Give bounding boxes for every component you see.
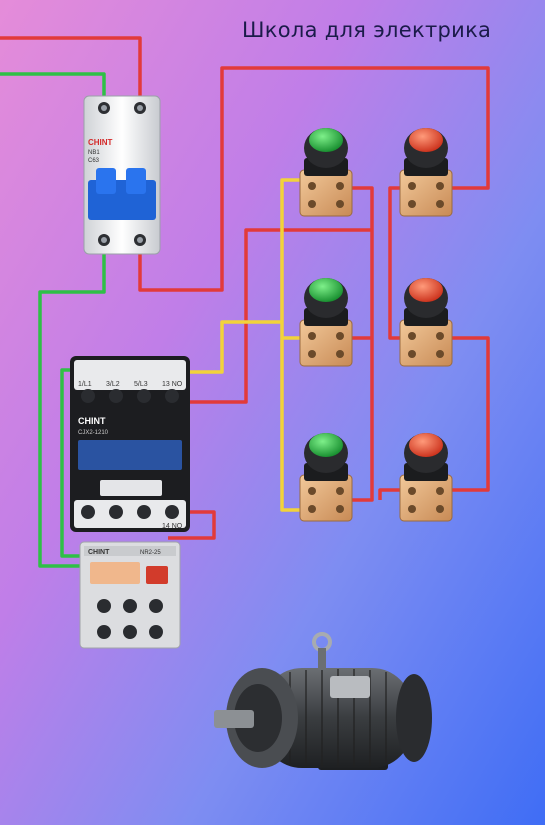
contactor-terminal-3: 5/L3: [134, 381, 148, 388]
wire-control: [178, 178, 300, 512]
wire-neutral-in: [0, 72, 106, 104]
start-button-2[interactable]: [299, 278, 353, 367]
overload-model: NR2-25: [140, 550, 161, 556]
wire-phase-to-stop: [138, 66, 490, 292]
wire-stop-chain: [378, 186, 490, 500]
electric-motor: [214, 632, 432, 770]
contactor-bottom-screws: [81, 505, 179, 519]
stop-button-2[interactable]: [399, 278, 453, 367]
start-button-1[interactable]: [299, 128, 353, 217]
overload-brand: CHINT: [88, 549, 110, 556]
contactor-model: CJX2-1210: [78, 430, 109, 436]
breaker-rating: C63: [88, 158, 100, 164]
overload-relay[interactable]: CHINT NR2-25: [79, 541, 181, 649]
wire-aux-loop: [168, 510, 216, 540]
contactor-terminal-4: 13 NO: [162, 381, 183, 388]
breaker-model: NB1: [88, 150, 100, 156]
wires: [0, 36, 490, 606]
push-buttons: [299, 128, 453, 522]
stop-button-1[interactable]: [399, 128, 453, 217]
breaker-brand: CHINT: [88, 138, 113, 147]
overload-screws: [97, 599, 163, 639]
contactor-terminal-2: 3/L2: [106, 381, 120, 388]
page-title: Школа для электрика: [242, 18, 492, 42]
wire-start-bus: [178, 186, 374, 502]
circuit-breaker[interactable]: CHINT NB1 C63: [83, 95, 161, 255]
start-button-3[interactable]: [299, 433, 353, 522]
contactor[interactable]: 1/L1 3/L2 5/L3 13 NO CHINT CJX2-1210 14 …: [70, 356, 190, 532]
stop-button-3[interactable]: [399, 433, 453, 522]
contactor-terminal-aux: 14 NO: [162, 523, 183, 530]
wire-phase-in: [0, 36, 142, 104]
contactor-top-screws: [81, 389, 179, 403]
contactor-terminal-1: 1/L1: [78, 381, 92, 388]
contactor-brand: CHINT: [78, 416, 106, 426]
